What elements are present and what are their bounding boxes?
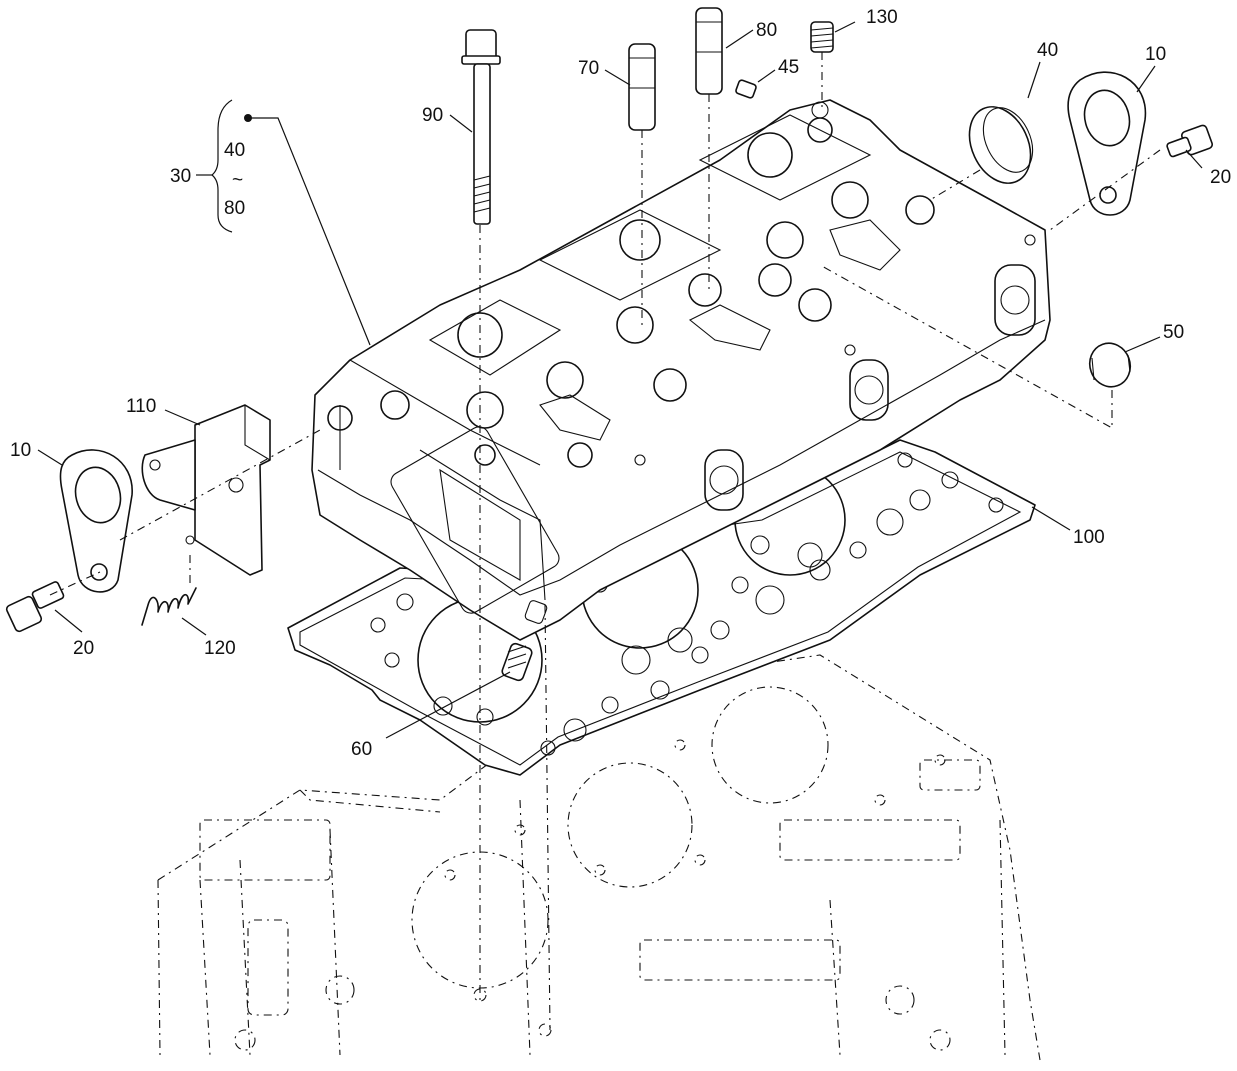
plug-45 [735,79,757,99]
alignment-lines [49,52,1161,1031]
callout-120: 120 [204,638,236,659]
bolt-right [1166,124,1213,158]
cylinder-head [311,99,1051,641]
callout-110: 110 [126,396,156,417]
bracket-110 [141,404,271,576]
callout-range-to: 80 [224,198,245,219]
valve-guide-80 [695,7,723,95]
callout-20-left: 20 [73,638,94,659]
callout-range-sep: ~ [232,170,243,191]
callout-80: 80 [756,20,777,41]
callout-labels: 10 20 40 50 100 130 80 45 70 90 30 40 ~ … [10,7,1231,760]
callout-50: 50 [1163,322,1184,343]
plug-50 [1088,342,1132,388]
callout-10-left: 10 [10,440,31,461]
valve-guide-70 [628,43,656,131]
hanger-right [1067,71,1147,216]
callout-30: 30 [170,166,191,187]
engine-block [157,654,1041,1061]
insert-130 [810,21,834,53]
callout-60: 60 [351,739,372,760]
callout-range-from: 40 [224,140,245,161]
leader-lines [37,21,1203,739]
callout-40: 40 [1037,40,1058,61]
callout-45: 45 [778,57,799,78]
callout-20-right: 20 [1210,167,1231,188]
callout-10-right: 10 [1145,44,1166,65]
callout-100: 100 [1073,527,1105,548]
spring-120 [141,587,197,626]
hanger-left [59,449,133,593]
cap-plug-40 [968,106,1034,184]
dowel-60 [501,642,533,682]
callout-90: 90 [422,105,443,126]
callout-70: 70 [578,58,599,79]
dowel-top [524,600,548,624]
bolt-left [5,581,65,633]
callout-130: 130 [866,7,898,28]
head-bolt [461,29,501,225]
